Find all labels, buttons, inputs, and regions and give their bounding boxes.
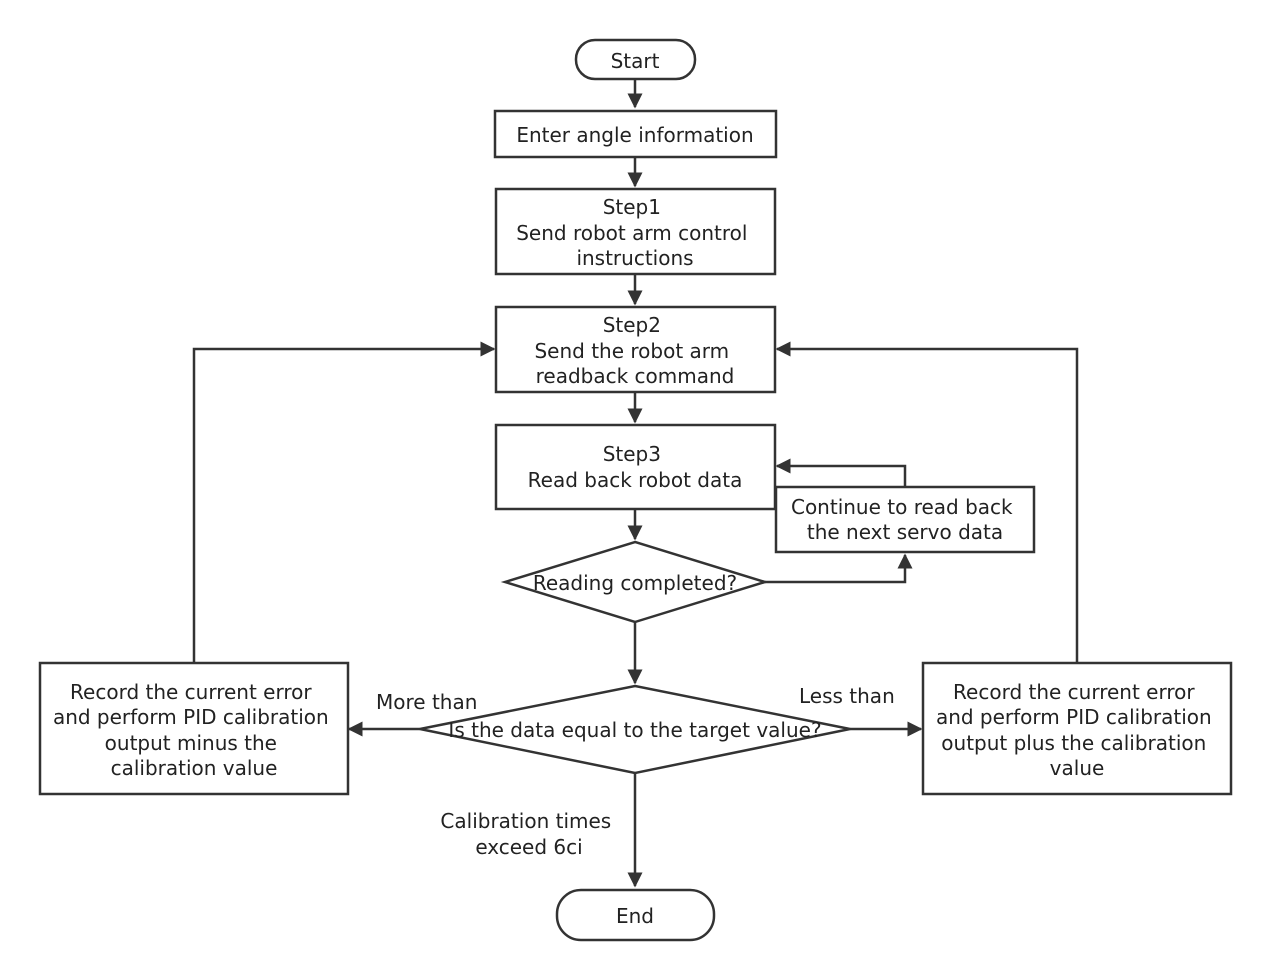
calibration-exceed-label: Calibration times exceed 6ci	[440, 809, 617, 859]
record-plus-label: Record the current error and perform PID…	[936, 680, 1218, 780]
edges	[192, 79, 1079, 888]
reading-completed-decision	[500, 540, 770, 624]
edge-continue-to-step3	[775, 458, 907, 487]
enter-angle-label: Enter angle information	[516, 123, 753, 147]
continue-read-label: Continue to read back the next servo dat…	[791, 495, 1019, 544]
record-minus-label: Record the current error and perform PID…	[53, 680, 335, 780]
record-plus-box	[921, 661, 1233, 796]
start-terminal	[574, 38, 697, 81]
record-minus-box	[38, 661, 350, 796]
step2-box	[494, 305, 777, 394]
step3-label: Step3 Read back robot data	[528, 442, 743, 492]
edge-reading-to-continue	[765, 553, 913, 584]
equal-target-label: Is the data equal to the target value?	[448, 718, 821, 742]
more-than-label: More than	[376, 690, 477, 714]
step2-label: Step2 Send the robot arm readback comman…	[534, 313, 735, 388]
less-than-label: Less than	[799, 684, 895, 708]
end-label: End	[616, 904, 654, 928]
enter-angle-box	[493, 109, 778, 159]
step1-label: Step1 Send robot arm control instruction…	[516, 195, 754, 270]
edge-record-minus-to-step2	[192, 341, 496, 662]
start-label: Start	[611, 49, 660, 73]
reading-completed-label: Reading completed?	[533, 571, 737, 595]
edge-labels: More than Less than Calibration times ex…	[376, 684, 895, 859]
edge-record-plus-to-step2	[775, 341, 1079, 662]
node-labels: Start Enter angle information Step1 Send…	[53, 49, 1218, 928]
step1-box	[494, 187, 777, 276]
node-shapes	[38, 38, 1233, 942]
end-terminal	[555, 888, 716, 942]
step3-box	[494, 423, 777, 511]
equal-target-decision	[419, 684, 851, 775]
continue-read-box	[774, 485, 1036, 554]
